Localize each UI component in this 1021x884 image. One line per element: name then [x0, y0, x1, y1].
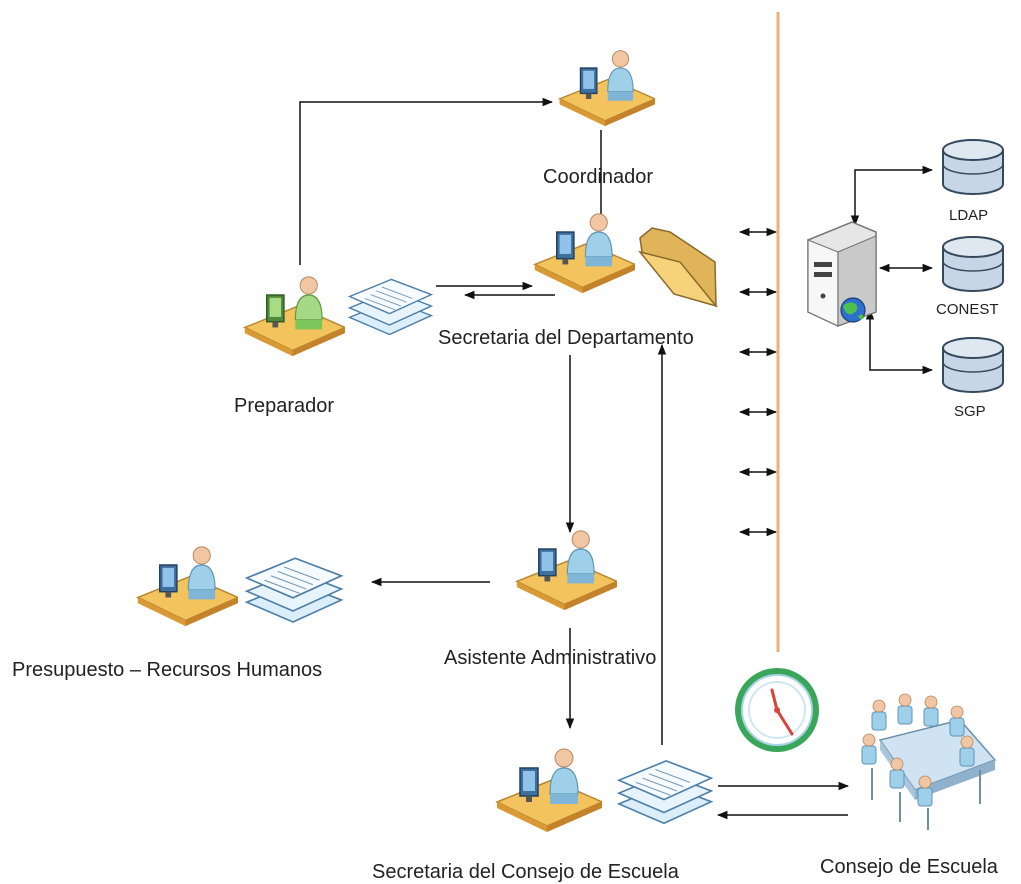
preparador-label: Preparador	[234, 395, 335, 417]
ldap-database-icon	[942, 139, 1004, 195]
presupuesto-document-stack-icon	[245, 557, 343, 623]
asistente-workstation-icon	[516, 530, 617, 611]
consejo-document-stack-icon	[618, 760, 713, 825]
sgp-database-icon	[942, 337, 1004, 393]
ldap-label: LDAP	[949, 207, 989, 224]
secretaria-consejo-label: Secretaria del Consejo de Escuela	[372, 861, 679, 883]
server-icon	[807, 221, 877, 327]
presupuesto-workstation-icon	[137, 546, 238, 627]
asistente-label: Asistente Administrativo	[444, 647, 657, 669]
preparador-workstation-icon	[244, 276, 345, 357]
arrow-server-sgp	[865, 308, 934, 375]
presupuesto-label: Presupuesto – Recursos Humanos	[12, 659, 323, 681]
conest-label: CONEST	[936, 301, 999, 318]
consejo-label: Consejo de Escuela	[820, 856, 998, 878]
meeting-icon	[861, 693, 997, 830]
secretaria-consejo-workstation-icon	[496, 748, 602, 833]
secretaria-departamento-workstation-icon	[534, 213, 635, 294]
folder-icon	[638, 227, 719, 308]
coordinador-label: Coordinador	[543, 166, 654, 188]
secretaria-departamento-label: Secretaria del Departamento	[438, 327, 694, 349]
coordinador-workstation-icon	[558, 50, 655, 127]
bus-connectors	[738, 227, 778, 537]
conest-database-icon	[942, 236, 1004, 292]
globe-icon	[840, 297, 866, 323]
sgp-label: SGP	[954, 403, 986, 420]
arrow-preparador-coordinador	[299, 97, 554, 265]
clock-icon	[735, 668, 819, 752]
preparador-document-stack-icon	[348, 278, 433, 336]
arrow-server-ldap	[850, 165, 934, 227]
